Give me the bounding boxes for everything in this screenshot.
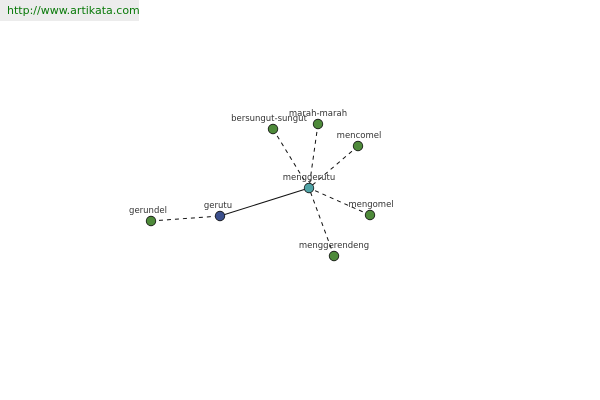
- node-label-mencomel: mencomel: [337, 131, 382, 141]
- edge-gerundel-gerutu: [150, 215, 221, 222]
- edge-marah-marah-menggerutu: [308, 123, 319, 189]
- nodes-layer: [145, 118, 376, 262]
- url-banner: http://www.artikata.com: [0, 0, 140, 21]
- node-label-marah-marah: marah-marah: [289, 109, 347, 119]
- node-gerutu[interactable]: [214, 210, 226, 222]
- node-menggerendeng[interactable]: [328, 250, 340, 262]
- node-label-menggerendeng: menggerendeng: [299, 241, 369, 251]
- edges-layer: [150, 123, 371, 257]
- node-label-mengomel: mengomel: [348, 200, 393, 210]
- node-mengomel[interactable]: [364, 209, 376, 221]
- node-label-gerutu: gerutu: [204, 201, 232, 211]
- site-url-link[interactable]: http://www.artikata.com: [7, 4, 140, 17]
- node-bersungut-sungut[interactable]: [267, 123, 279, 135]
- node-mencomel[interactable]: [352, 140, 364, 152]
- node-label-menggerutu: menggerutu: [283, 173, 336, 183]
- edge-mengomel-menggerutu: [308, 187, 371, 216]
- node-menggerutu[interactable]: [303, 182, 315, 194]
- edge-gerutu-menggerutu: [219, 187, 310, 217]
- edge-bersungut-sungut-menggerutu: [272, 128, 310, 189]
- node-label-bersungut-sungut: bersungut-sungut: [231, 114, 307, 124]
- labels-layer: menggerutu gerutu gerundel bersungut-sungut…: [129, 109, 394, 251]
- edge-mencomel-menggerutu: [308, 145, 359, 189]
- node-label-gerundel: gerundel: [129, 206, 167, 216]
- node-gerundel[interactable]: [145, 215, 157, 227]
- node-marah-marah[interactable]: [312, 118, 324, 130]
